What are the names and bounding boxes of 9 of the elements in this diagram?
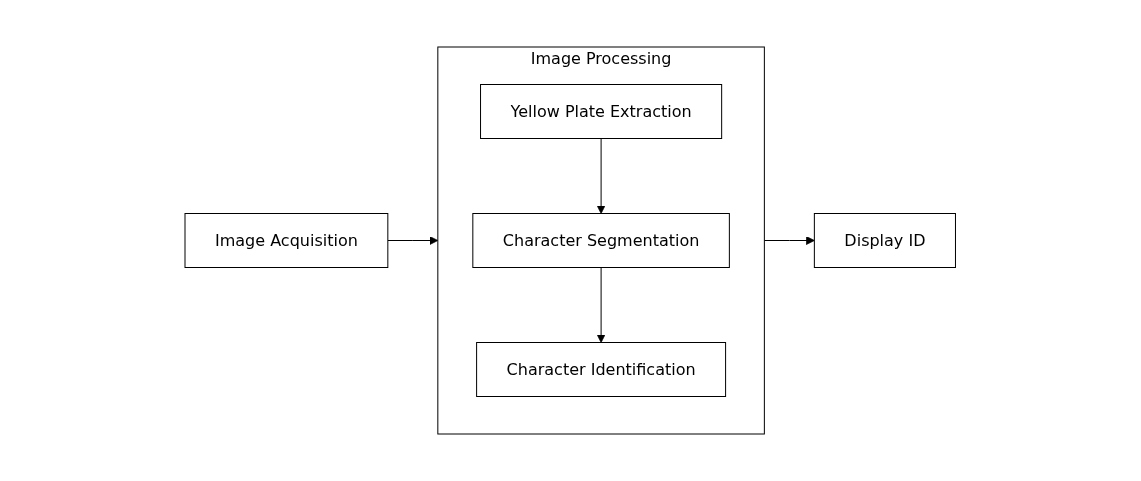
node-box: Display ID	[814, 213, 957, 268]
node-box: Yellow Plate Extraction	[480, 84, 723, 139]
arrow	[596, 267, 606, 343]
arrow	[387, 236, 439, 245]
arrow	[764, 236, 815, 245]
node-box: Character Identification	[476, 342, 727, 397]
arrow	[596, 138, 606, 214]
node-box: Image Acquisition	[184, 213, 389, 268]
node-box: Character Segmentation	[472, 213, 731, 268]
